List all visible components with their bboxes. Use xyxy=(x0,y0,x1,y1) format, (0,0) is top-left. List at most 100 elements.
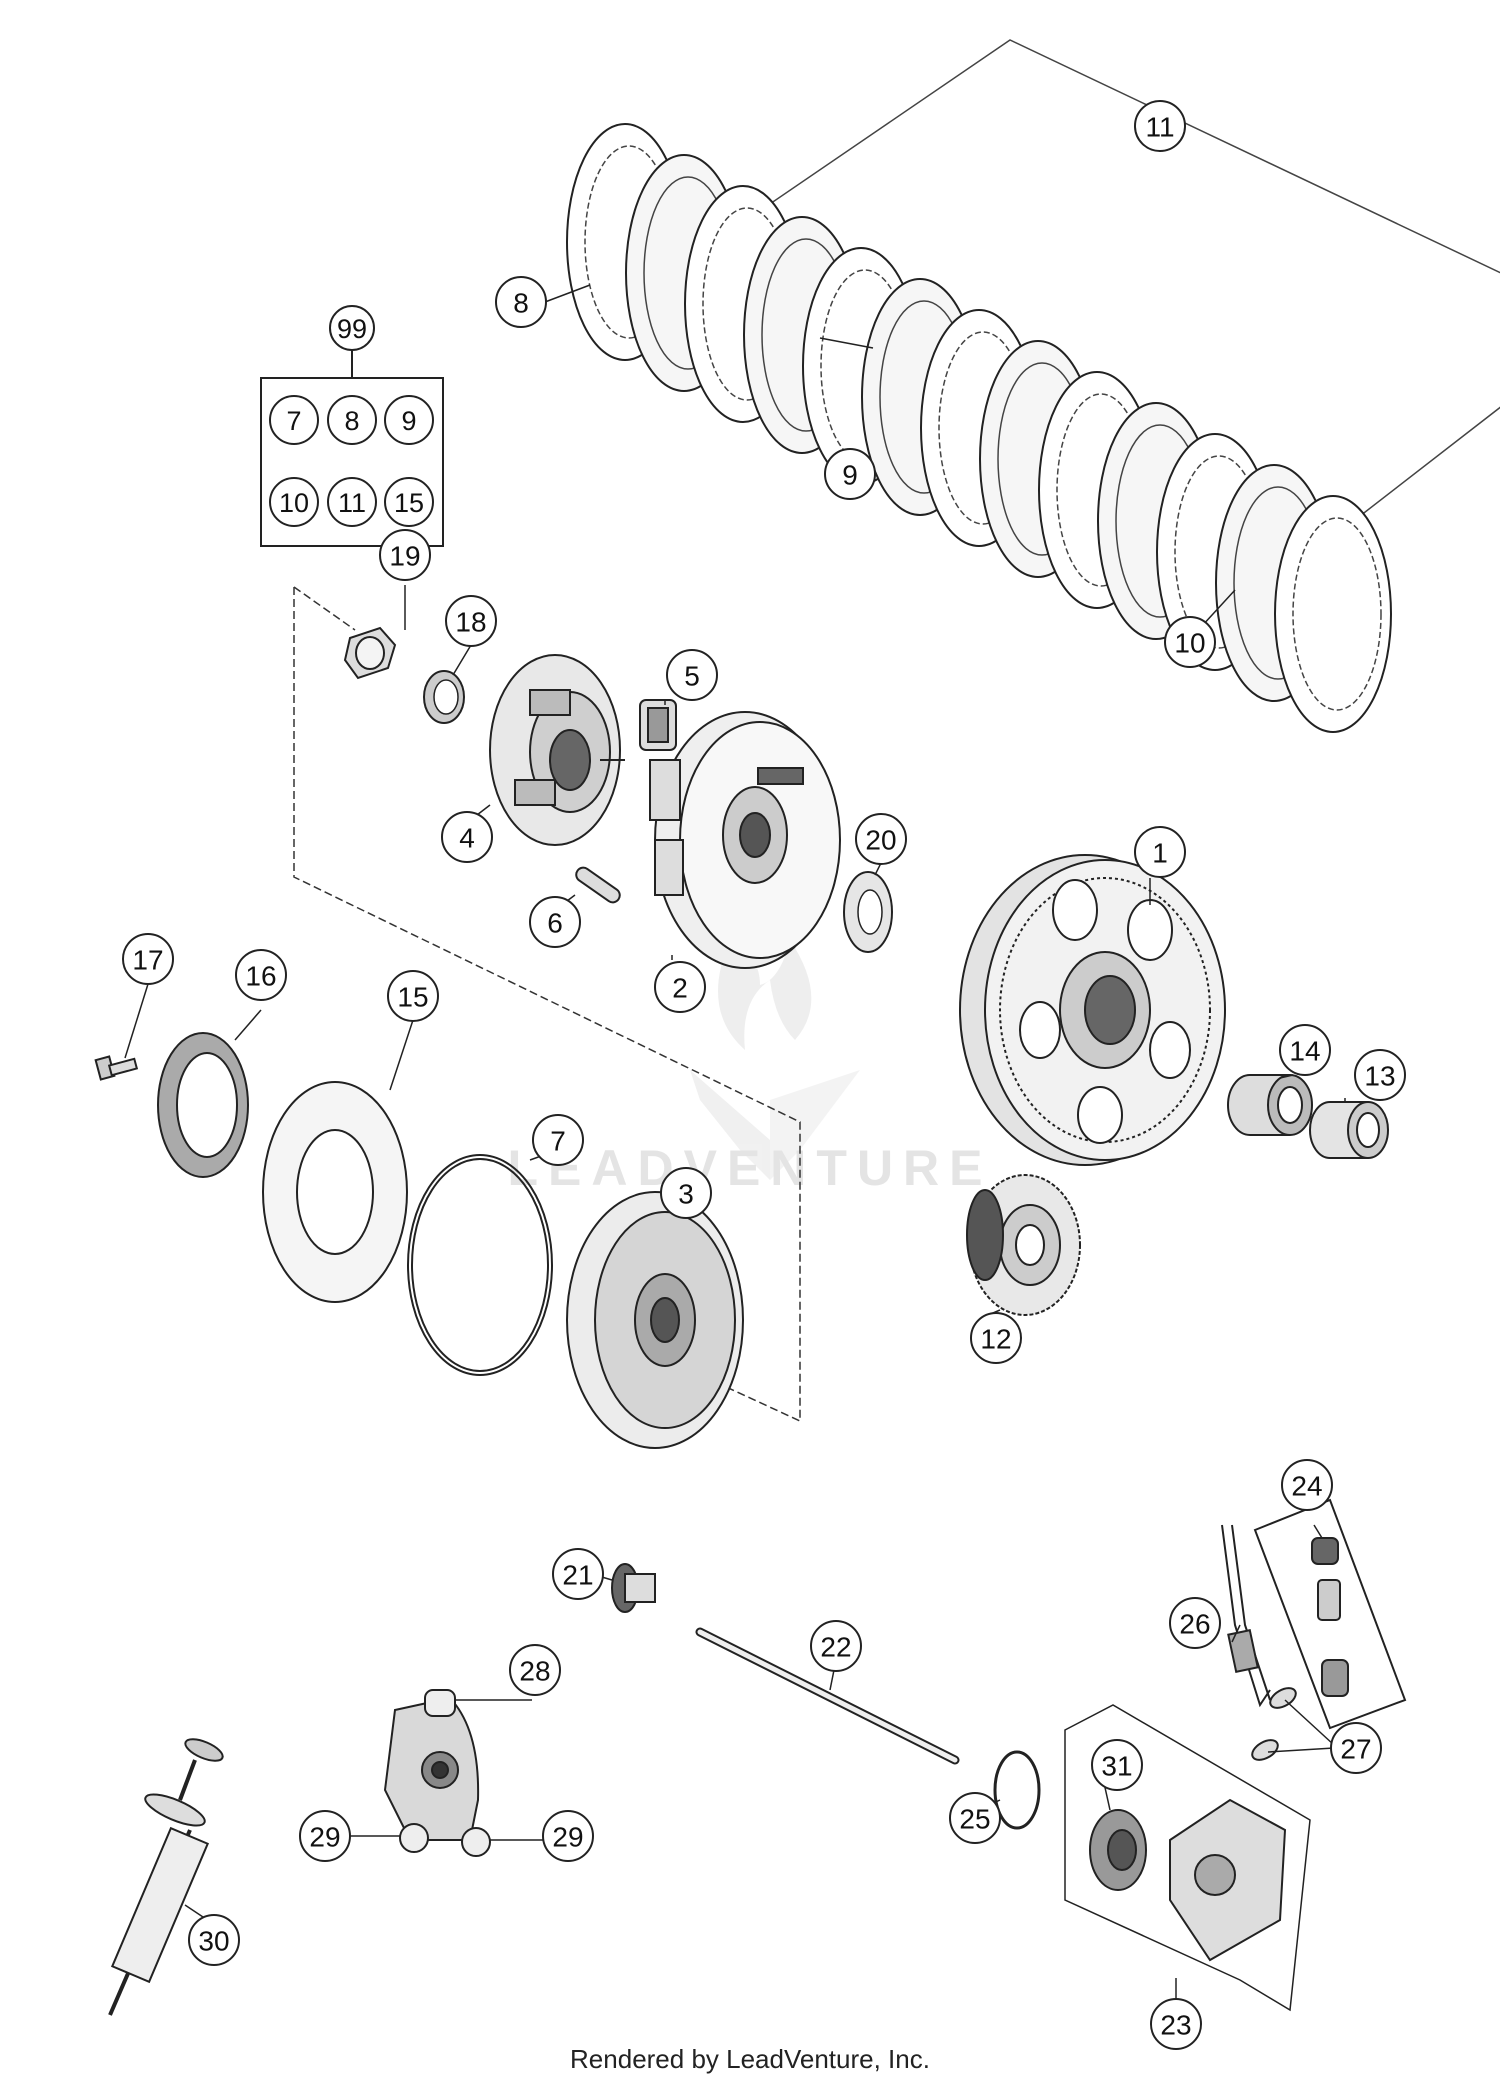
kit-item: 8 xyxy=(327,395,377,445)
part-seal-rings xyxy=(1251,1687,1297,1761)
callout-circle xyxy=(810,1620,862,1672)
part-damper xyxy=(639,699,677,751)
callout-number: 1 xyxy=(1152,838,1168,869)
callout-circle xyxy=(529,896,581,948)
kit-item: 7 xyxy=(269,395,319,445)
part-clutch-hub xyxy=(566,1191,744,1449)
callout-circle xyxy=(1164,616,1216,668)
callout-number: 4 xyxy=(459,823,475,854)
callout-part-22: 22 xyxy=(810,1620,862,1672)
callout-circle xyxy=(1354,1049,1406,1101)
friction-plate xyxy=(1274,495,1392,733)
callout-circle xyxy=(855,813,907,865)
part-diaphragm-spring xyxy=(157,1032,249,1178)
callout-circle xyxy=(1169,1597,1221,1649)
callout-circle xyxy=(299,1810,351,1862)
part-slave-o-ring xyxy=(993,1750,1041,1830)
callout-number: 28 xyxy=(519,1656,550,1687)
callout-circle xyxy=(552,1548,604,1600)
part-inner-hub xyxy=(649,711,841,969)
callout-circle xyxy=(1330,1722,1382,1774)
callout-part-30: 30 xyxy=(188,1914,240,1966)
callout-part-15: 15 xyxy=(387,970,439,1022)
kit-item-number: 8 xyxy=(344,406,359,436)
part-washer-seal xyxy=(423,670,465,724)
callout-part-16: 16 xyxy=(235,949,287,1001)
callout-part-1: 1 xyxy=(1134,826,1186,878)
callout-number: 24 xyxy=(1291,1471,1322,1502)
callout-number: 9 xyxy=(842,460,858,491)
callout-number: 29 xyxy=(309,1822,340,1853)
part-release-piston xyxy=(611,1563,656,1613)
part-nut xyxy=(343,626,397,680)
part-pressure-plate xyxy=(489,654,625,846)
watermark-text: LEADVENTURE xyxy=(507,1140,992,1196)
callout-number: 7 xyxy=(550,1126,566,1157)
part-push-rod xyxy=(695,1627,960,1765)
callout-number: 17 xyxy=(132,945,163,976)
callout-part-2: 2 xyxy=(654,961,706,1013)
callout-circle xyxy=(235,949,287,1001)
part-slave-spring xyxy=(1089,1809,1147,1891)
callout-circle xyxy=(542,1810,594,1862)
part-pin xyxy=(575,866,621,904)
kit-item: 11 xyxy=(327,477,377,527)
kit-item-number: 9 xyxy=(401,406,416,436)
render-credit: Rendered by LeadVenture, Inc. xyxy=(570,2044,930,2074)
callout-number: 27 xyxy=(1340,1734,1371,1765)
callout-number: 6 xyxy=(547,908,563,939)
callout-number: 29 xyxy=(552,1822,583,1853)
callout-circle xyxy=(1150,1998,1202,2050)
callout-part-29b: 29 xyxy=(542,1810,594,1862)
callout-circle xyxy=(970,1312,1022,1364)
callout-number: 11 xyxy=(1145,112,1174,143)
callout-number: 23 xyxy=(1160,2010,1191,2041)
part-primary-gear xyxy=(966,1174,1081,1316)
callout-number: 25 xyxy=(959,1804,990,1835)
callout-part-31: 31 xyxy=(1091,1739,1143,1791)
callout-part-20: 20 xyxy=(855,813,907,865)
kit-label: 99 xyxy=(337,314,367,344)
hub-group-frame xyxy=(293,586,801,1423)
callout-number: 26 xyxy=(1179,1609,1210,1640)
callout-number: 21 xyxy=(562,1560,593,1591)
callout-number: 16 xyxy=(245,961,276,992)
callout-part-18: 18 xyxy=(445,595,497,647)
callout-number: 20 xyxy=(865,825,896,856)
kit-item-number: 11 xyxy=(338,488,366,518)
callout-number: 8 xyxy=(513,288,529,319)
callout-circle xyxy=(122,933,174,985)
callout-circle xyxy=(1279,1024,1331,1076)
callout-circle xyxy=(949,1792,1001,1844)
callout-part-10: 10 xyxy=(1164,616,1216,668)
callout-circle xyxy=(1281,1459,1333,1511)
part-slave-cylinder xyxy=(383,1689,491,1857)
callout-number: 3 xyxy=(678,1179,694,1210)
callout-circle xyxy=(445,595,497,647)
callout-number: 2 xyxy=(672,973,688,1004)
part-slave-housing xyxy=(1169,1798,1287,1962)
plate-inner-edge xyxy=(1292,517,1382,711)
callout-circle xyxy=(824,448,876,500)
callout-part-7: 7 xyxy=(532,1114,584,1166)
part-clutch-hose xyxy=(1221,1524,1271,1708)
callout-part-13: 13 xyxy=(1354,1049,1406,1101)
part-sleeve xyxy=(1309,1101,1389,1159)
callout-part-9: 9 xyxy=(824,448,876,500)
part-support-disc xyxy=(262,1081,408,1303)
callout-number: 22 xyxy=(820,1632,851,1663)
callout-part-11: 11 xyxy=(1134,100,1186,152)
part-o-ring xyxy=(407,1154,553,1376)
callout-circle xyxy=(1091,1739,1143,1791)
callout-part-8: 8 xyxy=(495,276,547,328)
callout-part-4: 4 xyxy=(441,811,493,863)
callout-part-29a: 29 xyxy=(299,1810,351,1862)
callout-circle xyxy=(495,276,547,328)
callout-bubbles: 1234567891011121314151617181920212223242… xyxy=(122,100,1406,2050)
callout-part-17: 17 xyxy=(122,933,174,985)
kit-item-number: 10 xyxy=(279,488,309,518)
part-grease-syringe xyxy=(108,1738,224,2016)
callout-circle xyxy=(441,811,493,863)
